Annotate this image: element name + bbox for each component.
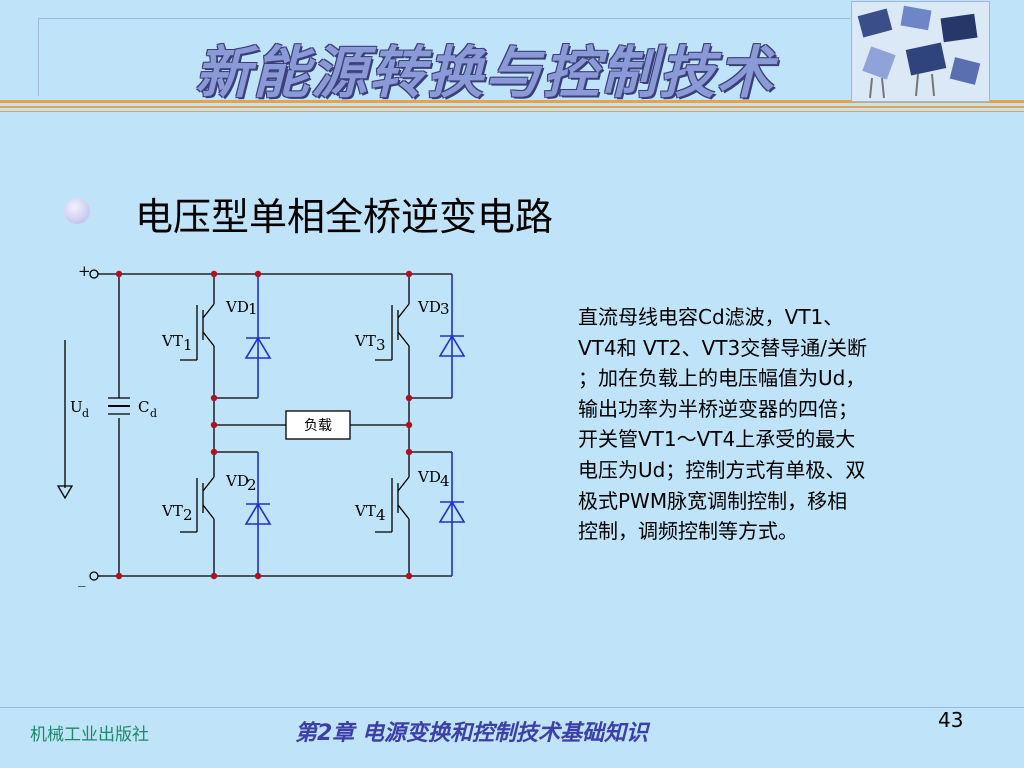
description-line: 极式PWM脉宽调制控制，移相: [578, 488, 848, 513]
title-underline: [0, 100, 1024, 103]
description-line: 直流母线电容Cd滤波，VT1、: [578, 305, 844, 329]
description-line: VT4和 VT2、VT3交替导通/关断: [578, 335, 867, 360]
vt2-subscript: 2: [183, 506, 193, 524]
title-underline-3: [0, 111, 1024, 112]
vd3-diode-icon: [438, 274, 466, 398]
page-number: 43: [938, 708, 964, 732]
vt3-subscript: 3: [376, 336, 386, 354]
vt1-switch-icon: [180, 300, 215, 376]
footer-divider: [0, 707, 1024, 708]
vt4-label: VT: [354, 502, 376, 520]
vd4-label: VD: [417, 468, 441, 486]
vt3-switch-icon: [375, 300, 410, 376]
description-line: 开关管VT1～VT4上承受的最大: [578, 427, 856, 452]
vt1-subscript: 1: [183, 336, 193, 354]
description-line: 电压为Ud；控制方式有单极、双: [578, 457, 866, 482]
slide-title: 新能源转换与控制技术: [195, 41, 775, 106]
plus-terminal-icon: [89, 269, 99, 279]
frame-line-top: [38, 18, 850, 19]
minus-terminal-icon: [89, 571, 99, 581]
vt3-label: VT: [354, 332, 376, 350]
cd-label: C: [138, 398, 149, 416]
vd2-label: VD: [225, 472, 249, 490]
minus-label: _: [78, 569, 86, 587]
vt1-label: VT: [161, 332, 183, 350]
vd4-diode-icon: [438, 452, 466, 576]
description-line: 输出功率为半桥逆变器的四倍；: [578, 396, 858, 421]
vd1-subscript: 1: [248, 300, 258, 318]
section-heading: 电压型单相全桥逆变电路: [135, 195, 554, 239]
vd2-diode-icon: [244, 452, 272, 576]
vd2-subscript: 2: [247, 476, 257, 494]
description-line: ；加在负载上的电压幅值为Ud，: [578, 366, 866, 391]
load-label: 负载: [304, 418, 332, 434]
vt4-subscript: 4: [376, 506, 386, 524]
vt4-switch-icon: [375, 470, 410, 545]
vt2-switch-icon: [180, 470, 215, 545]
plus-label: +: [78, 262, 91, 280]
cd-subscript: d: [150, 407, 157, 420]
description: 直流母线电容Cd滤波，VT1、 VT4和 VT2、VT3交替导通/关断 ；加在负…: [578, 302, 948, 547]
bullet-icon: [64, 198, 90, 224]
publisher-name: 机械工业出版社: [30, 725, 149, 745]
components-picture: [851, 1, 990, 102]
vd1-label: VD: [225, 298, 249, 316]
vt2-label: VT: [161, 502, 183, 520]
frame-line-left: [38, 18, 39, 96]
description-line: 控制，调频控制等方式。: [578, 519, 798, 544]
junction-nodes: [115, 270, 413, 580]
ud-label: U: [70, 398, 83, 416]
vd4-subscript: 4: [440, 472, 450, 490]
vd3-subscript: 3: [440, 300, 450, 318]
ud-subscript: d: [82, 407, 89, 420]
vd3-label: VD: [417, 298, 441, 316]
vd1-diode-icon: [244, 274, 272, 398]
chapter-title: 第2章 电源变换和控制技术基础知识: [295, 721, 648, 746]
title-underline-2: [0, 106, 1024, 108]
